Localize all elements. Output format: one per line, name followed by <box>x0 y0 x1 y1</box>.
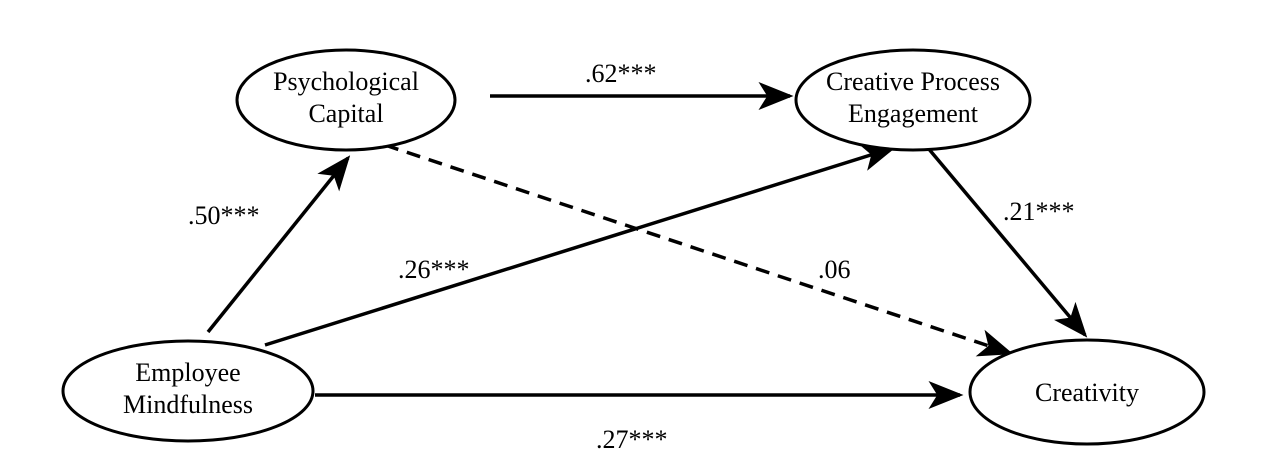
coef-cpe-to-cr: .21*** <box>1003 197 1075 226</box>
node-employee-mindfulness-label-line2: Mindfulness <box>123 390 253 419</box>
edge-cpe-to-cr <box>926 146 1088 338</box>
node-psychological-capital: Psychological Capital <box>235 48 457 152</box>
node-employee-mindfulness-ellipse <box>61 339 315 443</box>
edge-em-to-pc <box>206 155 351 334</box>
node-employee-mindfulness: Employee Mindfulness <box>61 339 315 443</box>
coef-pc-to-cr: .06 <box>818 255 851 284</box>
coef-em-to-cr: .27*** <box>596 425 668 453</box>
node-psychological-capital-label-line1: Psychological <box>273 67 419 96</box>
node-creative-process-engagement-label-line2: Engagement <box>848 99 979 128</box>
node-creative-process-engagement-label-line1: Creative Process <box>826 67 1000 96</box>
node-creative-process-engagement-ellipse <box>794 48 1032 152</box>
node-psychological-capital-label-line2: Capital <box>308 99 383 128</box>
edge-em-to-cpe <box>264 144 897 347</box>
coef-em-to-cpe: .26*** <box>398 255 470 284</box>
coef-em-to-pc: .50*** <box>188 201 260 230</box>
node-psychological-capital-ellipse <box>235 48 457 152</box>
coef-pc-to-cpe: .62*** <box>585 59 657 88</box>
node-creativity: Creativity <box>968 338 1206 446</box>
edge-pc-to-cr <box>384 143 1014 357</box>
node-employee-mindfulness-label-line1: Employee <box>135 358 240 387</box>
node-creativity-label: Creativity <box>1035 378 1139 407</box>
node-creative-process-engagement: Creative Process Engagement <box>794 48 1032 152</box>
node-creativity-ellipse <box>968 338 1206 446</box>
